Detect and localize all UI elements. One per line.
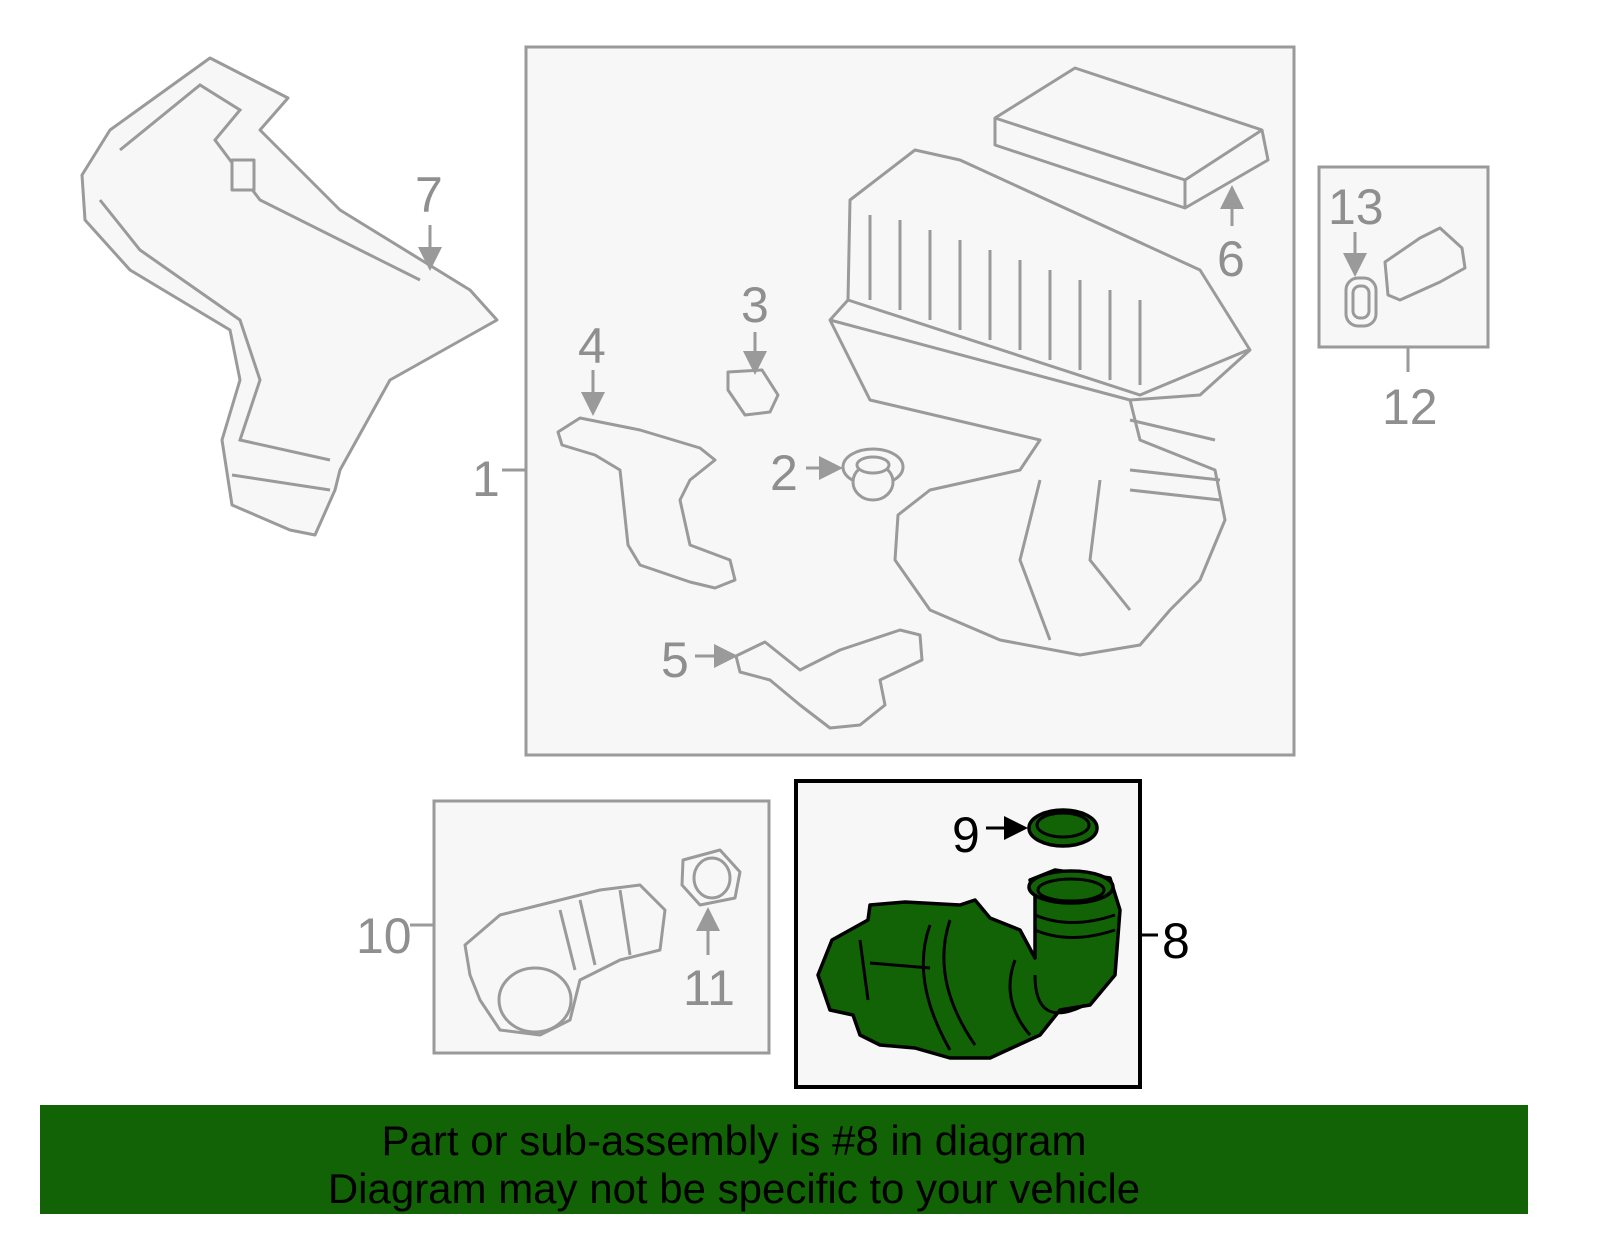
callout-6: 6	[1217, 231, 1245, 287]
part-2-grommet[interactable]	[841, 447, 905, 502]
part-10-intake-hose[interactable]	[463, 883, 667, 1037]
callout-11: 11	[683, 960, 735, 1016]
part-4-bracket[interactable]	[556, 416, 737, 590]
part-9-seal-highlighted[interactable]	[1027, 808, 1099, 848]
part-11-clamp-ring[interactable]	[680, 848, 742, 907]
callout-12: 12	[1382, 379, 1438, 435]
callout-10: 10	[356, 908, 412, 964]
callout-3: 3	[741, 277, 769, 333]
part-8-resonator-highlighted[interactable]	[816, 868, 1122, 1060]
callout-4: 4	[578, 318, 606, 374]
part-1-air-cleaner-assembly[interactable]	[828, 148, 1252, 657]
banner-line-2: Diagram may not be specific to your vehi…	[327, 1165, 1141, 1212]
part-7-air-duct[interactable]	[80, 56, 499, 537]
callout-7: 7	[415, 167, 443, 223]
callout-8: 8	[1162, 913, 1190, 969]
part-12-mass-airflow-sensor[interactable]	[1383, 226, 1467, 302]
info-banner: Part or sub-assembly is #8 in diagram Di…	[40, 1105, 1528, 1214]
callout-2: 2	[770, 445, 798, 501]
callout-9: 9	[952, 807, 980, 863]
callout-13: 13	[1328, 179, 1384, 235]
part-13-gasket[interactable]	[1344, 276, 1378, 328]
part-5-bracket[interactable]	[734, 628, 924, 730]
callout-5: 5	[661, 632, 689, 688]
callout-1: 1	[472, 451, 500, 507]
banner-line-1: Part or sub-assembly is #8 in diagram	[381, 1117, 1087, 1164]
part-6-air-filter[interactable]	[993, 66, 1270, 210]
